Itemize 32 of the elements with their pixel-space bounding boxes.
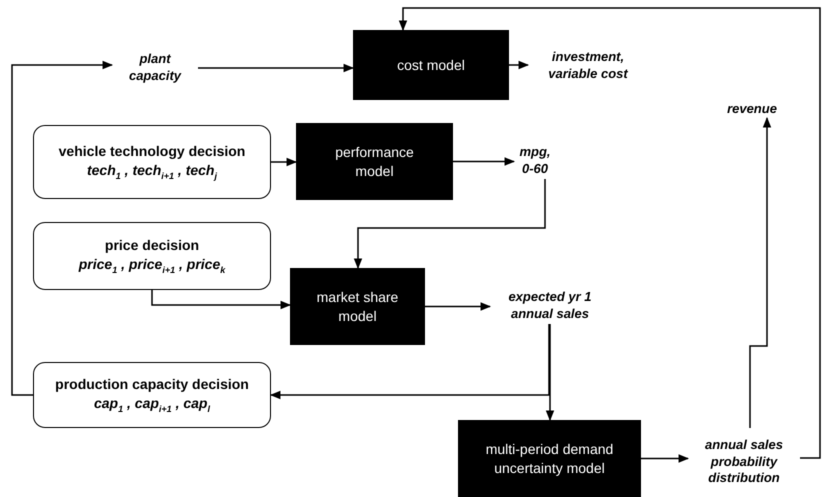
option-list: cap$_{1}$ , cap$_{i+1}$ , cap$_{l}$ (94, 394, 210, 416)
arrow (425, 302, 492, 311)
option-list: price$_{1}$ , price$_{i+1}$ , price$_{k}$ (78, 255, 226, 276)
decision-box (33, 362, 271, 428)
arrow (11, 60, 114, 396)
arrow (453, 157, 516, 166)
model-box: cost model (353, 30, 509, 100)
arrow (509, 60, 530, 70)
arrow (749, 116, 772, 428)
option-list: tech$_{1}$ , tech$_{i+1}$ , tech$_{j}$ (86, 161, 218, 182)
model-box: market share model (290, 268, 425, 345)
arrow (641, 454, 690, 463)
output-text: revenue (727, 100, 777, 118)
arrow (151, 290, 292, 310)
output-text: expected yr 1 annual sales (507, 289, 593, 323)
arrow (198, 64, 354, 72)
output-text: mpg, 0-60 (518, 144, 552, 178)
model-box: multi-period demand uncertainty model (458, 420, 641, 497)
arrow (270, 324, 550, 400)
arrow (398, 7, 821, 459)
output-text: plant capacity (128, 51, 182, 85)
decision-box (33, 125, 271, 199)
decision-box (33, 222, 271, 290)
output-text: annual sales probability distribution (704, 436, 784, 488)
decision-title: production capacity decision (55, 374, 249, 394)
model-box: performance model (296, 123, 453, 200)
arrow (354, 179, 546, 270)
arrow (271, 158, 298, 166)
decision-title: vehicle technology decision (58, 142, 246, 161)
decision-title: price decision (104, 236, 200, 255)
output-text: investment, variable cost (547, 49, 630, 83)
arrow (546, 324, 554, 422)
